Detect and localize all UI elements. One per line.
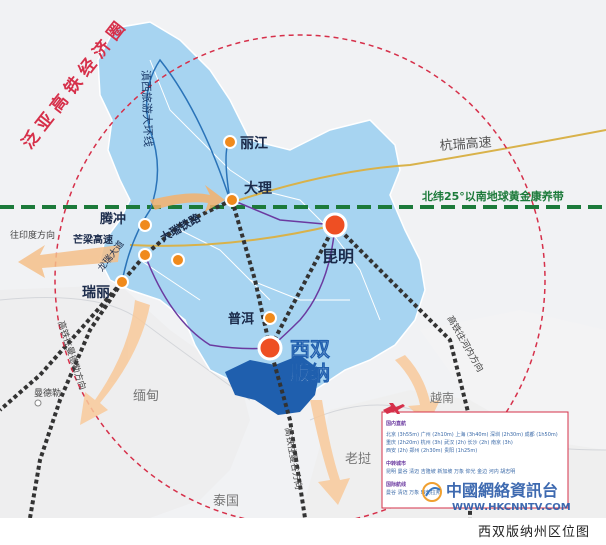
dianxi-loop-label: 滇西旅游大环线 <box>139 70 156 147</box>
xishuangbanna-label: 西双 版纳 <box>290 337 331 386</box>
map-caption: 西双版纳州区位图 <box>477 525 590 540</box>
dali-marker <box>225 193 239 207</box>
laos-label: 老挝 <box>345 452 371 467</box>
info-title: 国内直航 <box>386 420 406 427</box>
tengchong-marker <box>138 218 152 232</box>
watermark-logo-swoosh <box>425 487 441 497</box>
xishuangbanna-region <box>225 355 320 415</box>
arrow-shape <box>80 300 150 425</box>
watermark: 中國網絡資訊台 WWW.HKCNNTV.COM <box>422 481 571 513</box>
economic-circle <box>54 34 546 526</box>
myanmar-region <box>0 285 250 518</box>
kunming-label: 昆明 <box>322 247 354 266</box>
info-line: 北京 (3h55m) 广州 (2h10m) 上海 (3h40m) 深圳 (2h3… <box>386 431 558 438</box>
info-line: 重庆 (2h20m) 杭州 (3h) 武汉 (2h) 长沙 (2h) 南京 (3… <box>386 439 513 446</box>
arrow-shape <box>18 245 120 278</box>
high-speed-rail-lines <box>0 198 472 519</box>
ruili-marker <box>115 275 129 289</box>
ruili-label: 瑞丽 <box>82 284 110 301</box>
info-line: 曼谷 清迈 万象 琅勃拉邦 <box>386 489 441 496</box>
info-line: 昆明 曼谷 清迈 吉隆坡 新加坡 万象 仰光 金边 河内 胡志明 <box>386 468 515 475</box>
expressway-line <box>129 224 336 247</box>
city-markers <box>34 135 348 407</box>
hangrui-label: 杭瑞高速 <box>439 134 492 154</box>
watermark-url-text: WWW.HKCNNTV.COM <box>452 502 571 513</box>
puer-label: 普洱 <box>228 311 254 327</box>
info-line: 西安 (2h) 郑州 (2h30m) 贵阳 (1h25m) <box>386 447 477 454</box>
flight-info-card: 国内直航 北京 (3h55m) 广州 (2h10m) 上海 (3h40m) 深圳… <box>381 403 569 509</box>
info-section: 国际航线 <box>386 481 406 488</box>
golden-belt-label: 北纬25°以南地球黄金康养带 <box>422 189 564 203</box>
mandalay-label: 曼德勒 <box>34 387 61 399</box>
arrow-shape <box>150 185 225 212</box>
arrow-shape <box>395 355 440 425</box>
plane-icon <box>383 403 405 414</box>
dianxi-loop-text: 滇西旅游大环线 <box>139 70 156 147</box>
rail-line-purple <box>231 199 336 226</box>
kunming-marker <box>322 212 348 238</box>
hangrui-expressway-line <box>229 129 606 204</box>
xishuangbanna-label-line1: 西双 <box>290 337 330 361</box>
arrow-shape <box>310 400 350 505</box>
lijiang-marker <box>223 135 237 149</box>
info-card-box <box>381 411 569 509</box>
rail-line-purple <box>269 224 336 349</box>
lincang-marker <box>171 253 185 267</box>
caption-bar: 西双版纳州区位图 <box>0 518 606 541</box>
xishuangbanna-label-line2: 版纳 <box>290 361 330 385</box>
mandalay-marker <box>34 399 42 407</box>
baoshan-marker <box>138 248 152 262</box>
direction-arrows <box>18 185 440 505</box>
watermark-cn-text: 中國網絡資訊台 <box>446 481 558 500</box>
mangliang-label: 芒梁高速 <box>73 233 113 246</box>
myanmar-label: 缅甸 <box>133 389 159 404</box>
prefecture-borders <box>139 59 381 321</box>
puer-marker <box>263 311 277 325</box>
xishuangbanna-marker <box>257 335 283 361</box>
rail-line-purple <box>144 254 271 350</box>
india-direction-label: 往印度方向 <box>10 229 55 241</box>
watermark-logo-icon <box>422 482 442 502</box>
tengchong-label: 腾冲 <box>99 211 126 227</box>
lijiang-label: 丽江 <box>240 135 268 152</box>
info-section: 中转城市 <box>386 460 406 467</box>
dali-label: 大理 <box>244 180 272 197</box>
vietnam-label: 越南 <box>430 390 454 405</box>
thailand-label: 泰国 <box>213 494 239 509</box>
